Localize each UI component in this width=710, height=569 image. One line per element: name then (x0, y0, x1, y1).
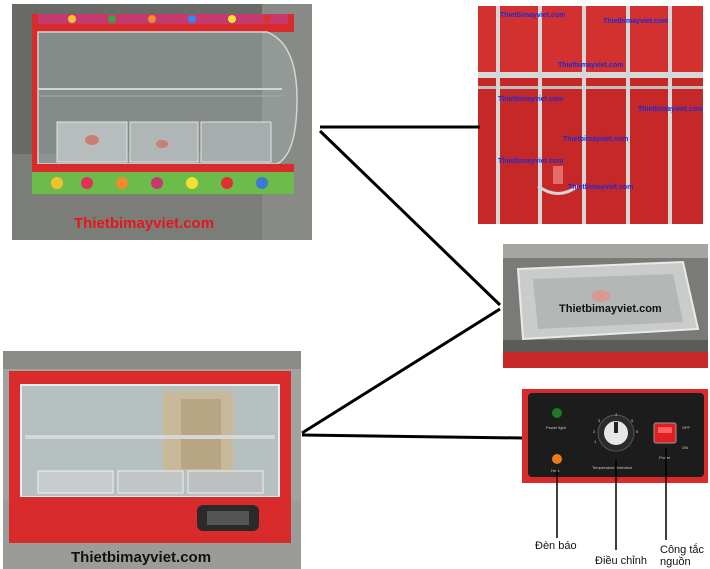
grid-watermark: Thietbimayviet.com (498, 96, 564, 103)
straight-warmer-illustration (3, 351, 301, 569)
grid-watermark: Thietbimayviet.com (558, 62, 624, 69)
dial-number: 6 (636, 429, 639, 434)
temperature-selection-label: Temperature Selection (592, 465, 633, 470)
tray-illustration (503, 244, 708, 368)
photo-wire-rack: Thietbimayviet.com Thietbimayviet.com Th… (478, 6, 703, 224)
connector-line (301, 433, 523, 440)
grid-watermark: Thietbimayviet.com (638, 106, 703, 113)
dial-number: 2 (593, 429, 596, 434)
on-label: ON (682, 445, 688, 450)
adjust-callout: Điều chỉnh (595, 555, 647, 567)
grid-watermark: Thietbimayviet.com (500, 12, 566, 19)
dial-number: 1 (594, 439, 597, 444)
dial-number: 5 (631, 418, 634, 423)
photo-curved-warmer: Thietbimayviet.com (12, 4, 312, 240)
watermark-text: Thietbimayviet.com (74, 215, 215, 232)
grid-watermark: Thietbimayviet.com (568, 184, 634, 191)
grid-watermark: Thietbimayviet.com (498, 158, 564, 165)
heat-label: Heat (551, 468, 560, 473)
indicator-callout: Đèn báo (535, 540, 577, 552)
watermark-text: Thietbimayviet.com (559, 303, 662, 315)
connector-line (301, 307, 501, 435)
photo-tray: Thietbimayviet.com (503, 244, 708, 368)
watermark-text: Thietbimayviet.com (71, 549, 212, 566)
photo-straight-warmer: Thietbimayviet.com (3, 351, 301, 569)
heat-light-icon (552, 454, 562, 464)
dial-number: 3 (598, 418, 601, 423)
power-label: Power (659, 455, 671, 460)
switch-callout: Công tắc nguồn (660, 544, 705, 568)
power-light-icon (552, 408, 562, 418)
photo-control-panel: Power light Heat Temperature Selection P… (522, 389, 708, 483)
curved-warmer-illustration (12, 4, 312, 240)
control-panel-illustration (522, 389, 708, 483)
off-label: OFF (682, 425, 690, 430)
wire-rack-illustration (478, 6, 703, 224)
power-light-label: Power light (546, 425, 566, 430)
connector-line (318, 129, 502, 307)
dial-number: 4 (615, 412, 618, 417)
grid-watermark: Thietbimayviet.com (563, 136, 629, 143)
grid-watermark: Thietbimayviet.com (603, 18, 669, 25)
